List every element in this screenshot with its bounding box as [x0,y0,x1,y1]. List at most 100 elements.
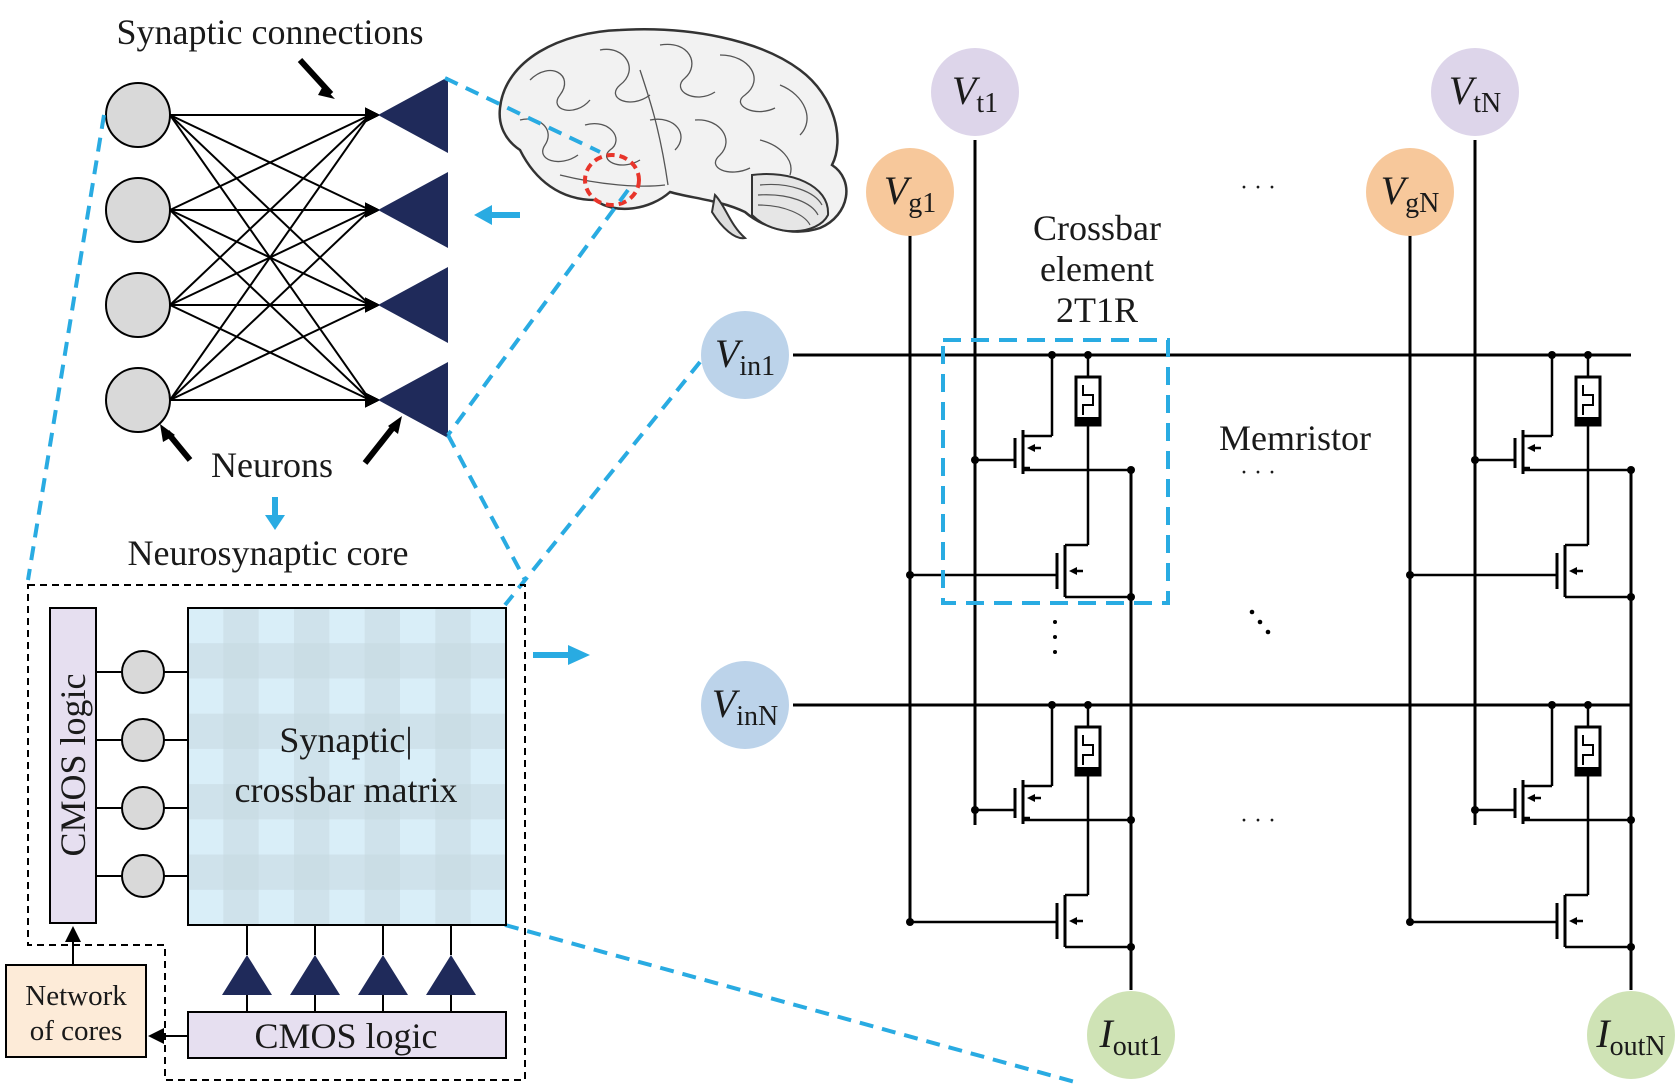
core-output-neurons [222,925,476,1012]
core-neuron [121,650,165,694]
junction-dot [1471,806,1479,814]
junction-dot [971,456,979,464]
memristor-band [1076,417,1100,425]
neurons-label: Neurons [211,445,333,485]
synapse-line [169,304,371,401]
crossbar-element-label-line1: Crossbar [1033,208,1161,248]
memristor-zigzag [1082,735,1094,765]
crossbar-cell-2-1 [906,701,1135,951]
terminal-ioutN-main: I [1595,1011,1611,1056]
arrowhead-icon [568,645,590,665]
junction-dot [1406,571,1414,579]
terminal-iout1-label: Iout1 [1098,1011,1162,1062]
crossbar-element-label-line3: 2T1R [1056,290,1138,330]
arrowhead-icon [365,202,381,218]
terminal-vt1: Vt1 [931,48,1019,136]
terminal-vin1-label: Vin1 [715,331,775,382]
output-neuron-triangle [378,172,448,248]
core-dashed-border [27,584,526,1081]
matrix-label-line2: crossbar matrix [235,770,458,810]
terminal-vtN-main: V [1449,68,1478,113]
crossbar-cell-1-2 [1406,351,1635,601]
arrowhead-icon [160,424,175,442]
terminal-vgN-main: V [1381,168,1410,213]
memristor-band [1576,417,1600,425]
arrowhead-icon [265,515,285,530]
input-neuron [105,82,171,148]
terminal-vinN-sub: inN [736,701,778,732]
terminal-vg1-circle [866,148,954,236]
junction-dot [1127,593,1135,601]
terminal-vinN-circle [701,661,789,749]
vertical-ellipsis [1053,620,1057,654]
pointer-arrow-connections [297,57,334,97]
terminal-iout1-main: I [1098,1011,1114,1056]
arrowhead-icon [365,297,381,313]
arrowhead-icon [365,392,381,408]
synapse-line [169,114,371,401]
terminal-vg1-label: Vg1 [884,168,936,219]
arrowhead-icon [318,86,335,99]
core-output-triangle [290,955,340,995]
terminal-vt1-label: Vt1 [952,68,998,119]
junction-dot [1127,816,1135,824]
highlight-region-circle [583,153,641,207]
pointer-arrow-neuron-triangle [362,423,398,465]
terminal-vg1: Vg1 [866,148,954,236]
cerebellum-lines [757,183,823,226]
junction-dot [1406,918,1414,926]
memristor-band [1576,767,1600,775]
crossbar-circuit: Crossbar element 2T1R Memristor · · · · … [701,48,1675,1079]
memristor-zigzag [1582,735,1594,765]
junction-dot [1471,456,1479,464]
terminal-vin1-main: V [715,331,744,376]
cerebellum [751,173,830,233]
brain-stem [710,192,748,240]
network-of-cores-box [5,964,147,1058]
core-output-triangle [426,955,476,995]
arrowhead-icon [474,205,492,225]
terminal-ioutN: IoutN [1587,991,1675,1079]
crossbar-cell-1-1 [906,351,1135,601]
ellipsis-bottom: · · · [1240,808,1276,834]
terminal-vinN-main: V [712,681,741,726]
crossbar-element-label-line2: element [1040,249,1154,289]
bus-wires [793,140,1633,990]
terminal-ioutN-label: IoutN [1595,1011,1665,1062]
brain-folds [519,43,808,187]
terminal-vin1: Vin1 [701,311,789,399]
terminal-vinN: VinN [701,661,789,749]
output-neuron-triangle [378,267,448,343]
terminal-vin1-sub: in1 [739,351,775,382]
synapse-line [169,114,371,306]
terminal-vtN-circle [1431,48,1519,136]
terminal-vtN-label: VtN [1449,68,1501,119]
terminal-vt1-circle [931,48,1019,136]
arrowhead-icon [388,416,402,434]
terminal-iout1: Iout1 [1087,991,1175,1079]
network-of-cores-line1: Network [25,980,127,1012]
network-of-cores-line2: of cores [30,1015,123,1047]
core-neuron-circles [96,650,188,898]
terminal-ioutN-sub: outN [1610,1031,1666,1062]
synapse-line [169,209,371,401]
terminal-vtN-sub: tN [1473,88,1501,119]
cmos-logic-horizontal-label: CMOS logic [254,1016,437,1056]
input-neurons [105,82,171,433]
core-output-triangle [358,955,408,995]
terminal-iout1-sub: out1 [1113,1031,1163,1062]
ellipsis-top: · · · [1240,175,1276,201]
neurosynaptic-core-label: Neurosynaptic core [128,533,409,573]
synapse-line [169,114,371,211]
junction-dot [906,571,914,579]
junction-dot [1127,466,1135,474]
terminal-vt1-sub: t1 [976,88,998,119]
input-neuron [105,272,171,338]
terminal-vin1-circle [701,311,789,399]
memristor-band [1076,767,1100,775]
terminal-vtN: VtN [1431,48,1519,136]
output-neurons [378,77,448,438]
